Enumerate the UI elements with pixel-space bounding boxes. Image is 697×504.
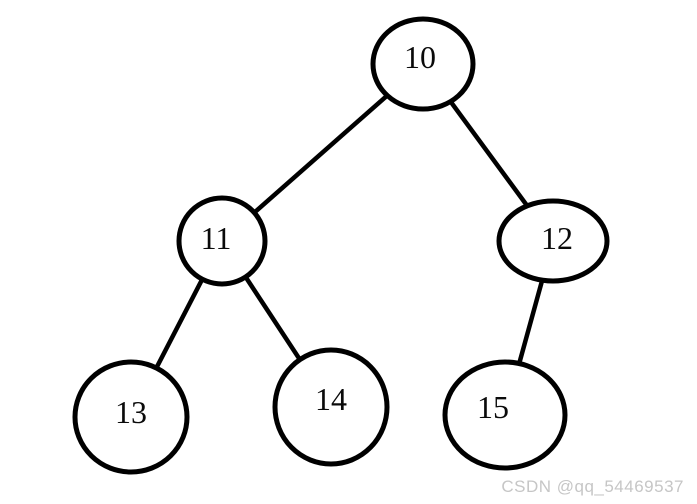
tree-node-13	[72, 359, 190, 475]
tree-node-14	[272, 347, 390, 467]
tree-node-11	[176, 195, 268, 287]
tree-node-10	[370, 16, 476, 112]
watermark: CSDN @qq_54469537	[501, 477, 684, 496]
tree-node-label-14: 14	[315, 381, 347, 417]
tree-node-15	[442, 359, 568, 471]
tree-node-label-10: 10	[404, 39, 436, 75]
tree-node-label-12: 12	[541, 220, 573, 256]
tree-node-label-11: 11	[201, 220, 232, 256]
tree-node-label-15: 15	[477, 389, 509, 425]
tree-node-label-13: 13	[115, 394, 147, 430]
tree-node-12	[496, 198, 610, 284]
